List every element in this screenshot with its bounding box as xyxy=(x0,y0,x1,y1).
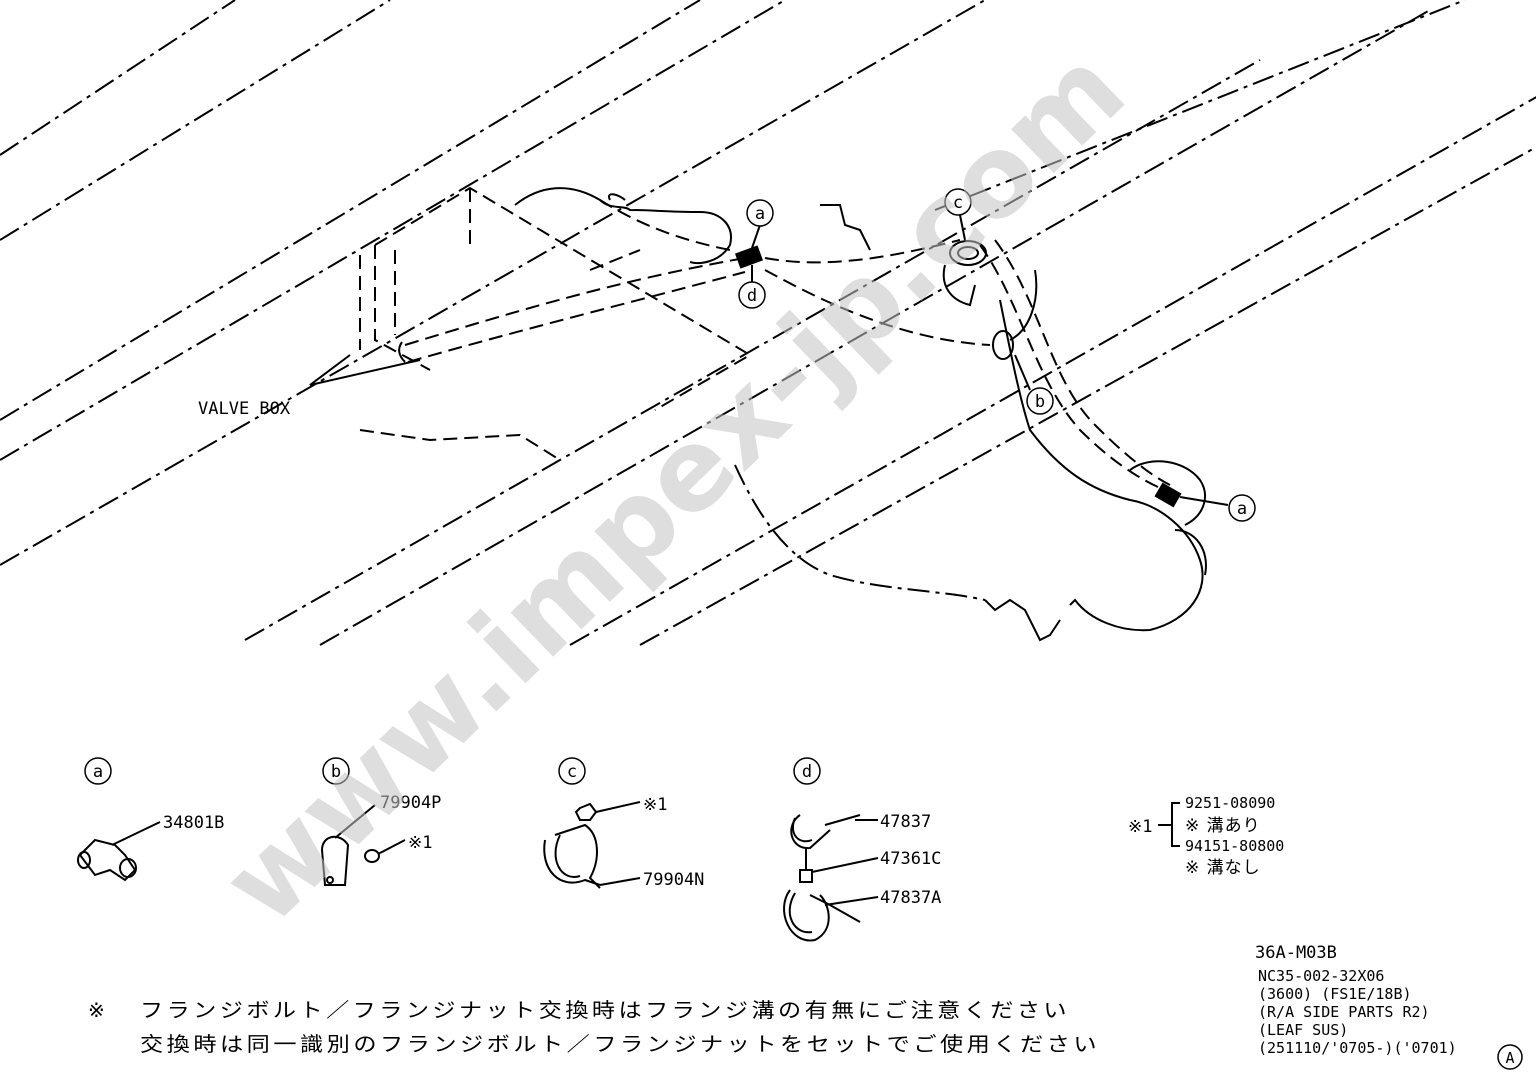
detail-a-label: a xyxy=(93,762,103,782)
part-number-79904p: 79904P xyxy=(380,793,441,813)
title-line-5: (251110/'0705-)('0701) xyxy=(1258,1039,1457,1057)
detail-c-label: c xyxy=(567,762,577,782)
detail-c-p-clamp xyxy=(543,801,641,889)
part-mark-b: ※1 xyxy=(408,833,432,853)
note-line-2: 交換時は同一識別のフランジボルト／フランジナットをセットでご使用ください xyxy=(140,1032,1100,1056)
callout-a-upper: a xyxy=(755,204,765,224)
clamp-b-mid xyxy=(992,330,1031,391)
legend-grooved: ※ 溝あり xyxy=(1185,816,1261,836)
legend-bracket xyxy=(1158,802,1180,847)
part-number-34801b: 34801B xyxy=(163,813,224,833)
title-line-3: (R/A SIDE PARTS R2) xyxy=(1258,1003,1430,1021)
legend-no-groove: ※ 溝なし xyxy=(1185,858,1261,878)
valve-box-arrow xyxy=(309,341,421,386)
detail-b-p-clamp xyxy=(320,804,406,886)
detail-a-elbow-fitting xyxy=(77,821,161,882)
watermark: www.impex-jp.com xyxy=(198,24,1149,949)
fitting-a-upper xyxy=(734,224,764,269)
callout-a-lower: a xyxy=(1237,499,1247,519)
axle-housing xyxy=(514,187,1207,642)
cross-member xyxy=(359,186,752,461)
part-number-79904n: 79904N xyxy=(643,870,704,890)
frame-rails xyxy=(0,0,1536,646)
callout-d-upper: d xyxy=(747,286,757,306)
note-line-1: フランジボルト／フランジナット交換時はフランジ溝の有無にご注意ください xyxy=(140,998,1070,1022)
drawing-code: 36A-M03B xyxy=(1255,943,1337,963)
callout-c-upper: c xyxy=(953,193,963,213)
part-number-47837: 47837 xyxy=(880,812,931,832)
title-line-4: (LEAF SUS) xyxy=(1258,1021,1348,1039)
reference-a-label: A xyxy=(1505,1049,1514,1067)
valve-box-label: VALVE BOX xyxy=(198,399,291,419)
part-mark-c: ※1 xyxy=(643,795,667,815)
legend-part-94151-80800: 94151-80800 xyxy=(1185,837,1284,855)
detail-d-cable-ties xyxy=(783,814,879,942)
callout-circles xyxy=(84,188,1523,1070)
part-number-47837a: 47837A xyxy=(880,888,941,908)
air-hose xyxy=(404,199,1171,491)
legend-mark: ※1 xyxy=(1128,817,1152,837)
clamp-c-upper xyxy=(949,214,987,266)
detail-b-label: b xyxy=(331,762,341,782)
title-line-1: NC35-002-32X06 xyxy=(1258,967,1384,985)
note-mark: ※ xyxy=(88,998,108,1022)
part-number-47361c: 47361C xyxy=(880,849,941,869)
detail-d-label: d xyxy=(802,762,812,782)
callout-b-mid: b xyxy=(1035,392,1045,412)
title-line-2: (3600) (FS1E/18B) xyxy=(1258,985,1412,1003)
legend-part-9251-08090: 9251-08090 xyxy=(1185,794,1275,812)
fitting-a-lower xyxy=(1154,482,1229,508)
